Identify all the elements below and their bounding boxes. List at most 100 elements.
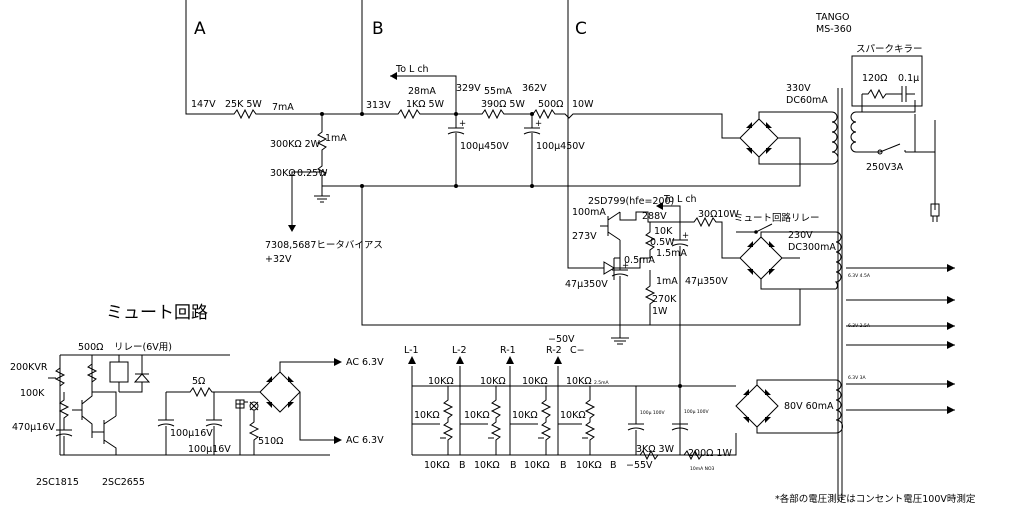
- resistor-500: 500Ω: [538, 99, 563, 110]
- to-lch-label-1: To L ch: [395, 64, 429, 75]
- resistor-30k: 30KΩ: [270, 168, 296, 179]
- bias-tag-current: 2.5mA: [594, 380, 610, 386]
- bias-l1: L-1: [404, 345, 419, 356]
- section-frames: A B C: [185, 0, 587, 115]
- b-plus-supply: + + 147V 25K 5W 7mA 313V To L ch 28mA 1K…: [191, 64, 828, 326]
- mute-ac2: AC 6.3V: [346, 435, 384, 446]
- voltage-313v: 313V: [366, 100, 391, 111]
- bias-voltage: +32V: [265, 254, 292, 265]
- cap-100u-450v-1: 100μ450V: [460, 141, 509, 152]
- bridge-rectifier-2: [739, 231, 836, 290]
- mute-r100k: 100K: [20, 388, 45, 399]
- resistor-300k: 300KΩ 2W: [270, 139, 321, 150]
- bias-r10k-2: 10KΩ: [480, 376, 506, 387]
- section-label-a: A: [194, 19, 206, 39]
- mute-q2: 2SC2655: [102, 477, 145, 488]
- spark-killer-label: スパークキラー: [856, 44, 923, 55]
- resistor-3k-3w: 3KΩ 3W: [636, 444, 675, 455]
- voltage-329v: 329V: [456, 83, 481, 94]
- current-15ma: 1.5mA: [656, 248, 687, 259]
- secondary-dc60ma: DC60mA: [786, 95, 828, 106]
- secondary-230v: 230V: [788, 230, 813, 241]
- bias-c-minus: C−: [570, 345, 585, 356]
- secondary-80v: 80V 60mA: [784, 401, 834, 412]
- section-label-c: C: [575, 19, 587, 39]
- bias-l2: L-2: [452, 345, 467, 356]
- bias-tag-cap-1: 100μ 100V: [640, 410, 665, 416]
- bias-r10k-3: 10KΩ: [522, 376, 548, 387]
- secondary-330v: 330V: [786, 83, 811, 94]
- bias-bot10k-4: 10KΩ: [576, 460, 602, 471]
- resistor-390: 390Ω 5W: [481, 99, 525, 110]
- mute-circuit: ミュート回路 500Ω リレー(6V用) 200KVR 100K 4: [10, 303, 384, 488]
- mute-q1: 2SC1815: [36, 477, 79, 488]
- heater-tag-3: 6.3V 3A: [848, 375, 867, 381]
- wattage-1w: 1W: [652, 306, 668, 317]
- bias-b-4: B: [610, 460, 617, 471]
- bias-r2: R-2: [546, 345, 562, 356]
- wattage-10w: 10W: [572, 99, 594, 110]
- current-7ma: 7mA: [272, 102, 294, 113]
- bias-bot10k-1: 10KΩ: [424, 460, 450, 471]
- mute-vr: 200KVR: [10, 362, 48, 373]
- mute-r500: 500Ω: [78, 342, 103, 353]
- current-28ma: 28mA: [408, 86, 436, 97]
- resistor-200-1w: 200Ω 1W: [688, 448, 732, 459]
- current-05ma: 0.5mA: [624, 255, 655, 266]
- current-1ma: 1mA: [325, 133, 347, 144]
- heater-tag-1: 6.3V 4.5A: [848, 273, 871, 279]
- bias-tag-cap-2: 100μ 100V: [684, 409, 709, 415]
- to-lch-label-2: To L ch: [663, 194, 697, 205]
- secondary-dc300ma: DC300mA: [788, 242, 836, 253]
- current-100ma: 100mA: [572, 207, 606, 218]
- bias-vr10k-4: 10KΩ: [560, 410, 586, 421]
- voltage-288v: 288V: [642, 211, 667, 222]
- regulated-supply: + + 2SD799(hfe=200) To L ch 100mA 288V 3…: [565, 114, 836, 345]
- bias-bot10k-3: 10KΩ: [524, 460, 550, 471]
- bias-b-2: B: [510, 460, 517, 471]
- voltage-147v: 147V: [191, 99, 216, 110]
- wattage-025w: 0.25W: [297, 168, 328, 179]
- bridge-rectifier-1: [739, 111, 832, 165]
- resistor-1k: 1KΩ 5W: [406, 99, 445, 110]
- mute-relay: リレー(6V用): [114, 342, 172, 353]
- bias-supply: L-1 L-2 R-1 R-2 C− −50V 10KΩ 10KΩ 10KΩ 1…: [404, 325, 834, 472]
- heater-tag-2: 6.3V 2.5A: [848, 323, 871, 329]
- bias-vr10k-1: 10KΩ: [414, 410, 440, 421]
- fuse-rating: 250V3A: [866, 162, 904, 173]
- bias-r1: R-1: [500, 345, 516, 356]
- svg-text:+: +: [682, 231, 689, 241]
- transistor-2sd799: 2SD799(hfe=200): [588, 196, 674, 207]
- bias-b-1: B: [459, 460, 466, 471]
- mute-ac1: AC 6.3V: [346, 357, 384, 368]
- resistor-270k: 270K: [652, 294, 677, 305]
- cap-47u-350v-2: 47μ350V: [685, 276, 728, 287]
- svg-text:+: +: [622, 261, 629, 271]
- svg-text:+: +: [535, 119, 542, 129]
- bias-minus55v: −55V: [626, 460, 653, 471]
- section-label-b: B: [372, 19, 384, 39]
- voltage-362v: 362V: [522, 83, 547, 94]
- cap-100u-450v-2: 100μ450V: [536, 141, 585, 152]
- current-1ma-b: 1mA: [656, 276, 678, 287]
- resistor-30-10w: 30Ω10W: [698, 209, 739, 220]
- bias-r10k-1: 10KΩ: [428, 376, 454, 387]
- resistor-10k: 10K: [654, 226, 673, 237]
- bias-r10k-4: 10KΩ: [566, 376, 592, 387]
- bias-minus50v: −50V: [548, 334, 575, 345]
- wattage-05w: 0.5W: [650, 237, 675, 248]
- power-transformer: 6.3V 4.5A 6.3V 2.5A 6.3V 3A TANGO MS-360…: [815, 12, 955, 500]
- current-55ma: 55mA: [484, 86, 512, 97]
- mute-cap-470u: 470μ16V: [12, 422, 55, 433]
- bias-vr10k-2: 10KΩ: [464, 410, 490, 421]
- cap-47u-350v-1: 47μ350V: [565, 279, 608, 290]
- voltage-273v: 273V: [572, 231, 597, 242]
- resistor-25k: 25K 5W: [225, 99, 262, 110]
- transformer-model: MS-360: [816, 24, 852, 35]
- mute-circuit-title: ミュート回路: [106, 303, 208, 323]
- mute-r510: 510Ω: [258, 436, 283, 447]
- bias-bot10k-2: 10KΩ: [474, 460, 500, 471]
- bias-b-3: B: [560, 460, 567, 471]
- spark-killer-cap: 0.1μ: [898, 73, 919, 84]
